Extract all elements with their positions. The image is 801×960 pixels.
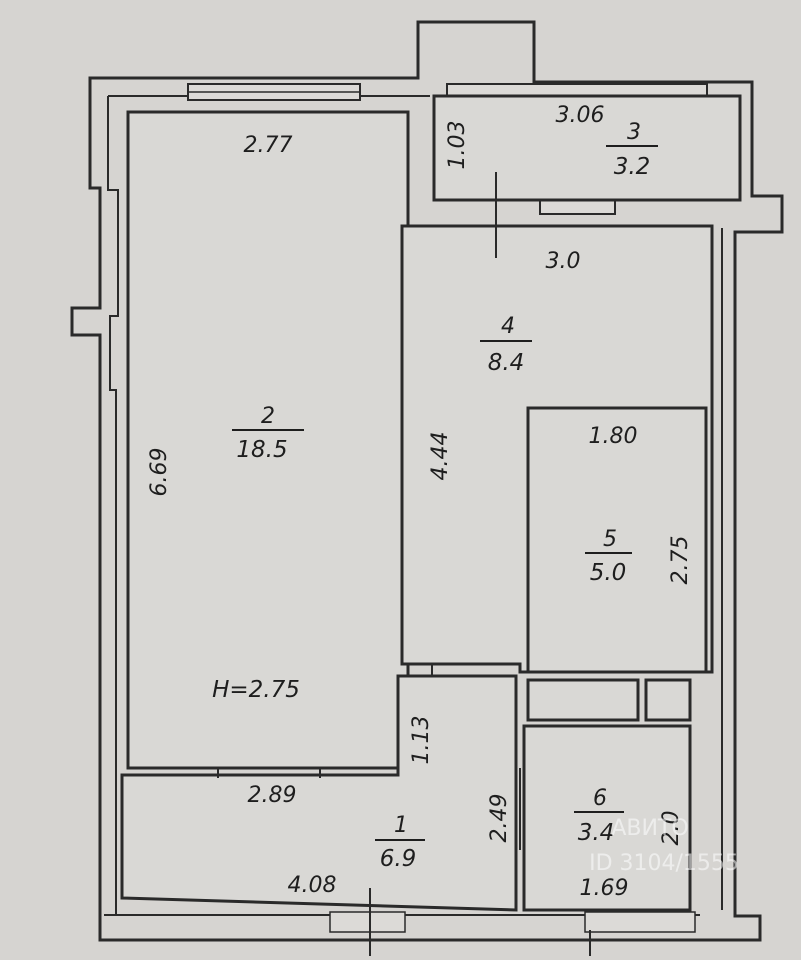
rooms	[120, 94, 742, 912]
dim-hall-width-bottom: 4.08	[288, 873, 337, 898]
room-3-area: 3.2	[614, 154, 651, 180]
room-2-number: 2	[261, 404, 275, 429]
dim-hall-depth-right: 2.49	[487, 794, 512, 843]
room-5	[526, 406, 708, 674]
window-room4	[539, 199, 616, 215]
dim-room3-depth: 1.03	[445, 121, 470, 170]
utility-box-1	[526, 678, 640, 722]
dim-room5-length: 2.75	[668, 536, 693, 585]
dim-room6-length: 2.0	[659, 811, 684, 846]
outer-wall-inner-line	[107, 96, 119, 915]
dim-hall-width-top: 2.89	[248, 783, 297, 808]
dim-ceiling-height: H=2.75	[212, 677, 300, 703]
dim-room6-width: 1.69	[580, 876, 629, 901]
room-labels: 2 18.5 3 3.2 4 8.4 5 5.0 1 6.9 6 3.4	[232, 120, 658, 872]
dim-room3-width: 3.06	[556, 103, 605, 128]
room-1-area: 6.9	[380, 846, 417, 872]
room-4-number: 4	[501, 314, 515, 339]
dim-room5-width: 1.80	[589, 424, 638, 449]
dim-room4-width: 3.0	[546, 249, 581, 274]
room-6	[522, 724, 692, 912]
watermark: АВИТО ID 3104/1555	[589, 816, 739, 876]
dimension-labels: 2.77 6.69 H=2.75 3.06 1.03 3.0 4.44 1.80…	[147, 103, 693, 901]
room-1-number: 1	[394, 813, 408, 838]
dim-room2-width: 2.77	[244, 133, 293, 158]
window-bottom-left	[329, 911, 406, 933]
dim-room4-length: 4.44	[428, 432, 453, 481]
windows	[187, 83, 708, 933]
room-5-number: 5	[603, 527, 617, 552]
outer-walls	[70, 20, 784, 942]
room-3-number: 3	[627, 120, 641, 145]
watermark-brand: АВИТО	[611, 816, 688, 841]
window-bottom-right	[584, 911, 696, 933]
room-6-number: 6	[593, 786, 607, 811]
room-2-area: 18.5	[236, 437, 287, 463]
window-balcony	[446, 83, 708, 97]
room-6-area: 3.4	[578, 820, 615, 846]
utility-box-2	[644, 678, 692, 722]
room-5-area: 5.0	[590, 560, 627, 586]
room-4-area: 8.4	[488, 350, 525, 376]
watermark-id: ID 3104/1555	[589, 851, 739, 876]
room-1-hall	[120, 674, 518, 912]
door-markers	[217, 172, 591, 956]
room-3-balcony	[432, 94, 742, 202]
dim-hall-depth-left: 1.13	[409, 716, 434, 765]
dim-room2-length: 6.69	[147, 448, 172, 497]
outer-wall-outline	[70, 20, 784, 942]
